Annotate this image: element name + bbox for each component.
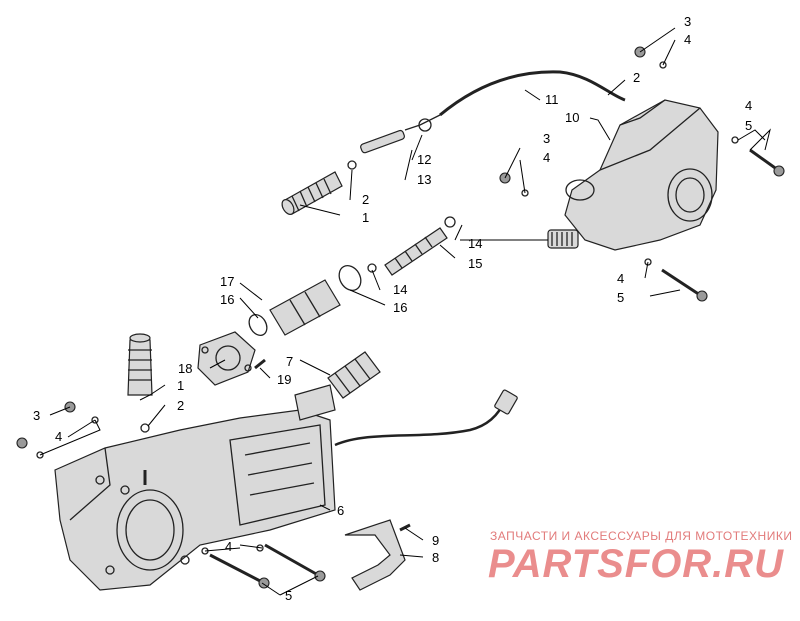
clip-2-lower	[140, 423, 150, 433]
wire-harness	[334, 399, 507, 447]
callout-4: 4	[225, 539, 232, 554]
callout-17: 17	[220, 274, 234, 289]
bolt-9	[399, 523, 411, 532]
callout-3: 3	[33, 408, 40, 423]
callout-12: 12	[417, 152, 431, 167]
clip-2-upper	[347, 160, 357, 170]
leader-lines	[39, 27, 771, 596]
watermark: ЗАПЧАСТИ И АКСЕССУАРЫ ДЛЯ МОТОТЕХНИКИ PA…	[488, 529, 792, 586]
callout-2: 2	[362, 192, 369, 207]
callout-1: 1	[362, 210, 369, 225]
callout-15: 15	[468, 256, 482, 271]
callout-5: 5	[617, 290, 624, 305]
front-gearcase-housing	[547, 99, 719, 251]
callout-5: 5	[285, 588, 292, 603]
callout-10: 10	[565, 110, 579, 125]
callout-5: 5	[745, 118, 752, 133]
callout-6: 6	[337, 503, 344, 518]
rubber-boot-lower	[127, 333, 153, 396]
rear-gearcase-housing	[54, 384, 336, 591]
cover-plate	[197, 331, 256, 386]
cable-end-fitting	[360, 118, 432, 154]
callout-4: 4	[543, 150, 550, 165]
bolt-19	[254, 358, 266, 370]
callout-2: 2	[633, 70, 640, 85]
watermark-logo: PARTSFOR.RU	[488, 542, 784, 586]
callout-16: 16	[220, 292, 234, 307]
callout-14: 14	[393, 282, 407, 297]
callout-3: 3	[543, 131, 550, 146]
callout-4: 4	[684, 32, 691, 47]
callout-19: 19	[277, 372, 291, 387]
callout-numbers: 3 4 2 11 10 4 5 3 4 12 13 2 1 14 15 4 5 …	[33, 14, 752, 603]
callout-4: 4	[745, 98, 752, 113]
callout-1: 1	[177, 378, 184, 393]
callout-9: 9	[432, 533, 439, 548]
callout-8: 8	[432, 550, 439, 565]
callout-4: 4	[617, 271, 624, 286]
seal-14-upper	[367, 263, 377, 273]
coupler-sleeve	[248, 265, 362, 336]
callout-16: 16	[393, 300, 407, 315]
shift-cable	[439, 70, 626, 117]
callout-13: 13	[417, 172, 431, 187]
callout-11: 11	[545, 92, 559, 107]
harness-connector	[494, 389, 518, 415]
callout-3: 3	[684, 14, 691, 29]
bracket-8	[344, 519, 406, 591]
callout-2: 2	[177, 398, 184, 413]
callout-18: 18	[178, 361, 192, 376]
rubber-boot-upper	[281, 171, 343, 215]
drive-shaft	[384, 216, 456, 276]
callout-7: 7	[286, 354, 293, 369]
watermark-tagline: ЗАПЧАСТИ И АКСЕССУАРЫ ДЛЯ МОТОТЕХНИКИ	[490, 529, 792, 543]
callout-14: 14	[468, 236, 482, 251]
callout-4: 4	[55, 429, 62, 444]
rubber-boot-7	[327, 351, 381, 399]
